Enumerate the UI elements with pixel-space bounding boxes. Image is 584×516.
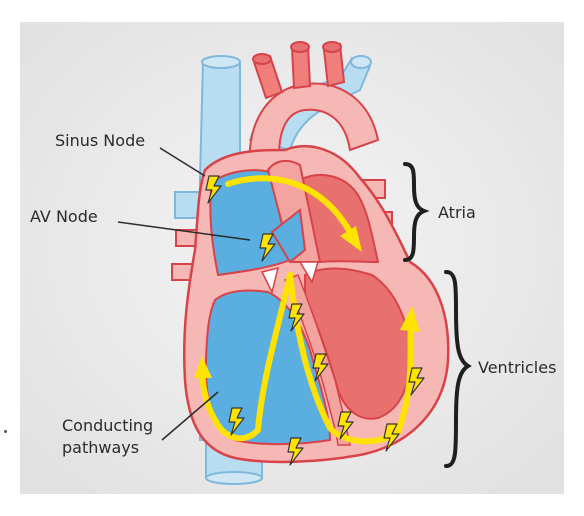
right-bundle-pathway <box>199 272 293 442</box>
ventricles-label: Ventricles <box>478 358 557 377</box>
lightning-bolt-icon <box>383 423 400 452</box>
left-bundle-pathway <box>287 272 414 445</box>
conducting-pathways-line-1: Conducting <box>62 416 154 435</box>
lightning-bolt-icon <box>205 175 222 204</box>
aorta-branch-2-end <box>290 41 310 53</box>
vena-cava-bottom <box>205 471 263 485</box>
pulmonary-artery-end <box>350 55 372 69</box>
conducting-pathways-line-2: pathways <box>62 438 140 457</box>
conducting-pathways-label: Conducting pathways <box>62 415 182 459</box>
lightning-bolt-icon <box>312 353 329 382</box>
av-node-label: AV Node <box>30 207 98 226</box>
sinus-node-leader <box>159 147 206 177</box>
lightning-bolt-icon <box>259 233 276 262</box>
tricuspid-valve <box>260 266 280 295</box>
aorta <box>248 82 380 171</box>
lightning-bolt-icon <box>337 411 354 440</box>
arrow-head-icon <box>194 356 212 378</box>
atria-label: Atria <box>438 203 476 222</box>
atrial-pathway <box>225 175 353 235</box>
lightning-bolt-icon <box>287 437 304 466</box>
vena-cava-top <box>201 55 241 69</box>
stray-dot <box>4 430 7 433</box>
av-node-leader <box>117 221 251 241</box>
atrial-septum <box>266 159 322 263</box>
arrow-head-icon <box>400 306 420 332</box>
curly-brace-icon <box>403 162 430 262</box>
pulmonary-valve <box>270 208 307 264</box>
lightning-bolt-icon <box>228 407 245 436</box>
conduction-pathways <box>199 175 414 445</box>
mitral-valve <box>298 261 320 284</box>
arrow-head-icon <box>340 226 362 252</box>
aorta-branch-3-end <box>322 41 342 53</box>
conducting-pathways-leader <box>161 391 219 441</box>
leader-lines <box>117 147 251 441</box>
lightning-bolts <box>205 175 425 466</box>
sinus-node-label: Sinus Node <box>55 131 146 150</box>
curly-brace-icon <box>444 270 472 468</box>
lightning-bolt-icon <box>408 367 425 396</box>
lightning-bolt-icon <box>288 303 305 332</box>
aorta-branch-1-end <box>252 53 272 65</box>
